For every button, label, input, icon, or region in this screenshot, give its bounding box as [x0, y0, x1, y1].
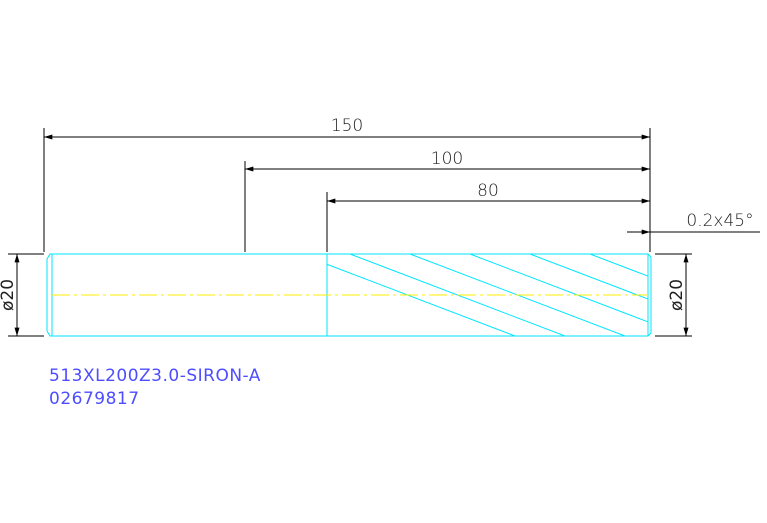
dim-text-dia-left: ø20: [0, 279, 18, 311]
dim-text-80: 80: [477, 181, 499, 201]
dim-text-chamfer: 0.2x45°: [686, 211, 753, 231]
drawing-number-label: 02679817: [49, 389, 140, 409]
hatch-line: [589, 254, 648, 277]
hatch-line: [349, 254, 566, 336]
extension-lines: [8, 128, 692, 337]
dim-text-dia-right: ø20: [667, 279, 687, 311]
dimension-lines: [14, 134, 760, 336]
dim-text-100: 100: [431, 149, 463, 169]
dim-text-150: 150: [331, 116, 363, 136]
hatch-line: [710, 254, 767, 336]
part-number-label: 513XL200Z3.0-SIRON-A: [49, 366, 261, 386]
